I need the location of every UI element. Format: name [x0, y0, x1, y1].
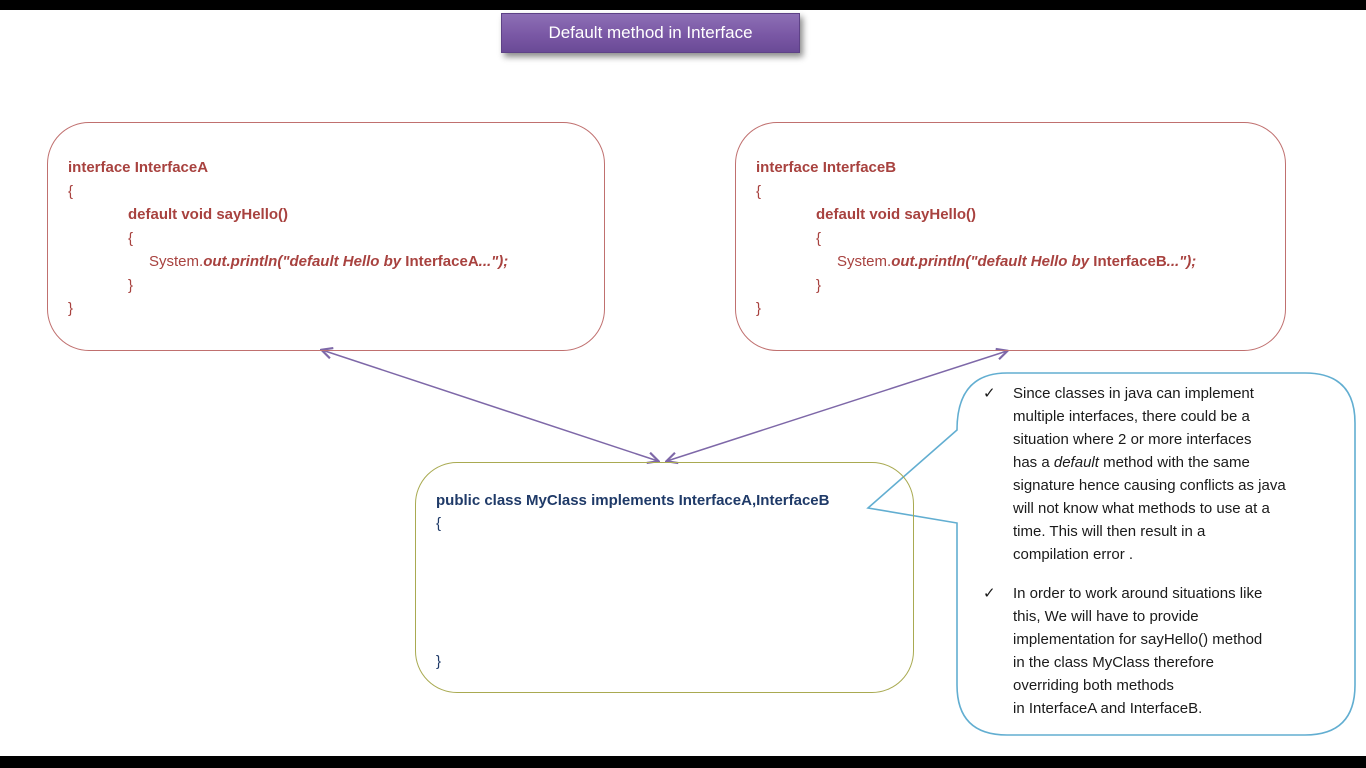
code-seg: out.println("default Hello by — [203, 253, 406, 270]
callout-line: compilation error . — [1013, 546, 1134, 563]
callout-line: this, We will have to provide — [1013, 608, 1199, 625]
callout-line: in InterfaceA and InterfaceB. — [1013, 700, 1203, 717]
interface-b-code: interface InterfaceB { default void sayH… — [736, 123, 1285, 321]
arrow-interface-a-to-myclass — [322, 350, 658, 461]
arrow-interface-b-to-myclass — [667, 351, 1007, 461]
code-line: { — [816, 229, 822, 247]
myclass-box: public class MyClass implements Interfac… — [415, 462, 914, 693]
interface-b-box: interface InterfaceB { default void sayH… — [735, 122, 1286, 351]
code-line: } — [128, 276, 134, 294]
code-seg: System. — [837, 253, 892, 270]
checkmark-icon: ✓ — [983, 585, 996, 602]
code-seg: InterfaceA — [405, 253, 479, 270]
callout-line: signature hence causing conflicts as jav… — [1013, 477, 1286, 494]
code-seg: System. — [149, 253, 204, 270]
code-line-empty — [436, 627, 903, 650]
code-line: public class MyClass implements Interfac… — [436, 492, 830, 509]
callout-bullet-1: ✓ Since classes in java can implement mu… — [983, 382, 1339, 566]
callout-line: multiple interfaces, there could be a — [1013, 408, 1250, 425]
code-line: } — [756, 300, 762, 317]
callout-seg: has a — [1013, 454, 1054, 471]
callout-bullet-2: ✓ In order to work around situations lik… — [983, 582, 1339, 720]
callout-bubble-shape — [866, 372, 1356, 736]
callout-line: situation where 2 or more interfaces — [1013, 431, 1252, 448]
code-line: { — [68, 182, 74, 200]
callout-bullet-2-text: In order to work around situations like … — [1013, 582, 1262, 720]
interface-a-box: interface InterfaceA { default void sayH… — [47, 122, 605, 351]
code-line-println: System.out.println("default Hello by Int… — [756, 250, 1275, 274]
callout-bullet-1-text: Since classes in java can implement mult… — [1013, 382, 1286, 566]
code-line: interface InterfaceB — [756, 159, 897, 176]
code-line-empty — [436, 558, 903, 581]
myclass-code: public class MyClass implements Interfac… — [416, 463, 913, 673]
callout-line: In order to work around situations like — [1013, 585, 1263, 602]
code-line: { — [756, 182, 762, 200]
callout-line: will not know what methods to use at a — [1013, 500, 1270, 517]
code-line-println: System.out.println("default Hello by Int… — [68, 250, 594, 274]
title-banner: Default method in Interface — [501, 13, 800, 53]
code-line-empty — [436, 604, 903, 627]
code-line: interface InterfaceA — [68, 159, 209, 176]
page-title: Default method in Interface — [548, 23, 753, 42]
code-line: { — [436, 515, 442, 532]
code-seg: ..."); — [1166, 253, 1197, 270]
code-line: } — [436, 653, 442, 670]
top-letterbox-bar — [0, 0, 1366, 10]
code-line-empty — [436, 535, 903, 558]
code-line: default void sayHello() — [128, 206, 289, 223]
code-line-empty — [436, 581, 903, 604]
callout-line: has a default method with the same — [1013, 451, 1286, 474]
callout-line: in the class MyClass therefore — [1013, 654, 1214, 671]
checkmark-icon: ✓ — [983, 385, 996, 402]
callout-line: implementation for sayHello() method — [1013, 631, 1263, 648]
callout-seg-italic: default — [1053, 454, 1099, 471]
code-seg: ..."); — [478, 253, 509, 270]
code-line: } — [816, 276, 822, 294]
callout-line: time. This will then result in a — [1013, 523, 1206, 540]
callout-line: Since classes in java can implement — [1013, 385, 1254, 402]
code-line: default void sayHello() — [816, 206, 977, 223]
callout-line: overriding both methods — [1013, 677, 1174, 694]
code-line: } — [68, 300, 74, 317]
callout-seg: method with the same — [1098, 454, 1250, 471]
bottom-letterbox-bar — [0, 756, 1366, 768]
code-seg: out.println("default Hello by — [891, 253, 1094, 270]
code-seg: InterfaceB — [1093, 253, 1167, 270]
interface-a-code: interface InterfaceA { default void sayH… — [48, 123, 604, 321]
code-line: { — [128, 229, 134, 247]
